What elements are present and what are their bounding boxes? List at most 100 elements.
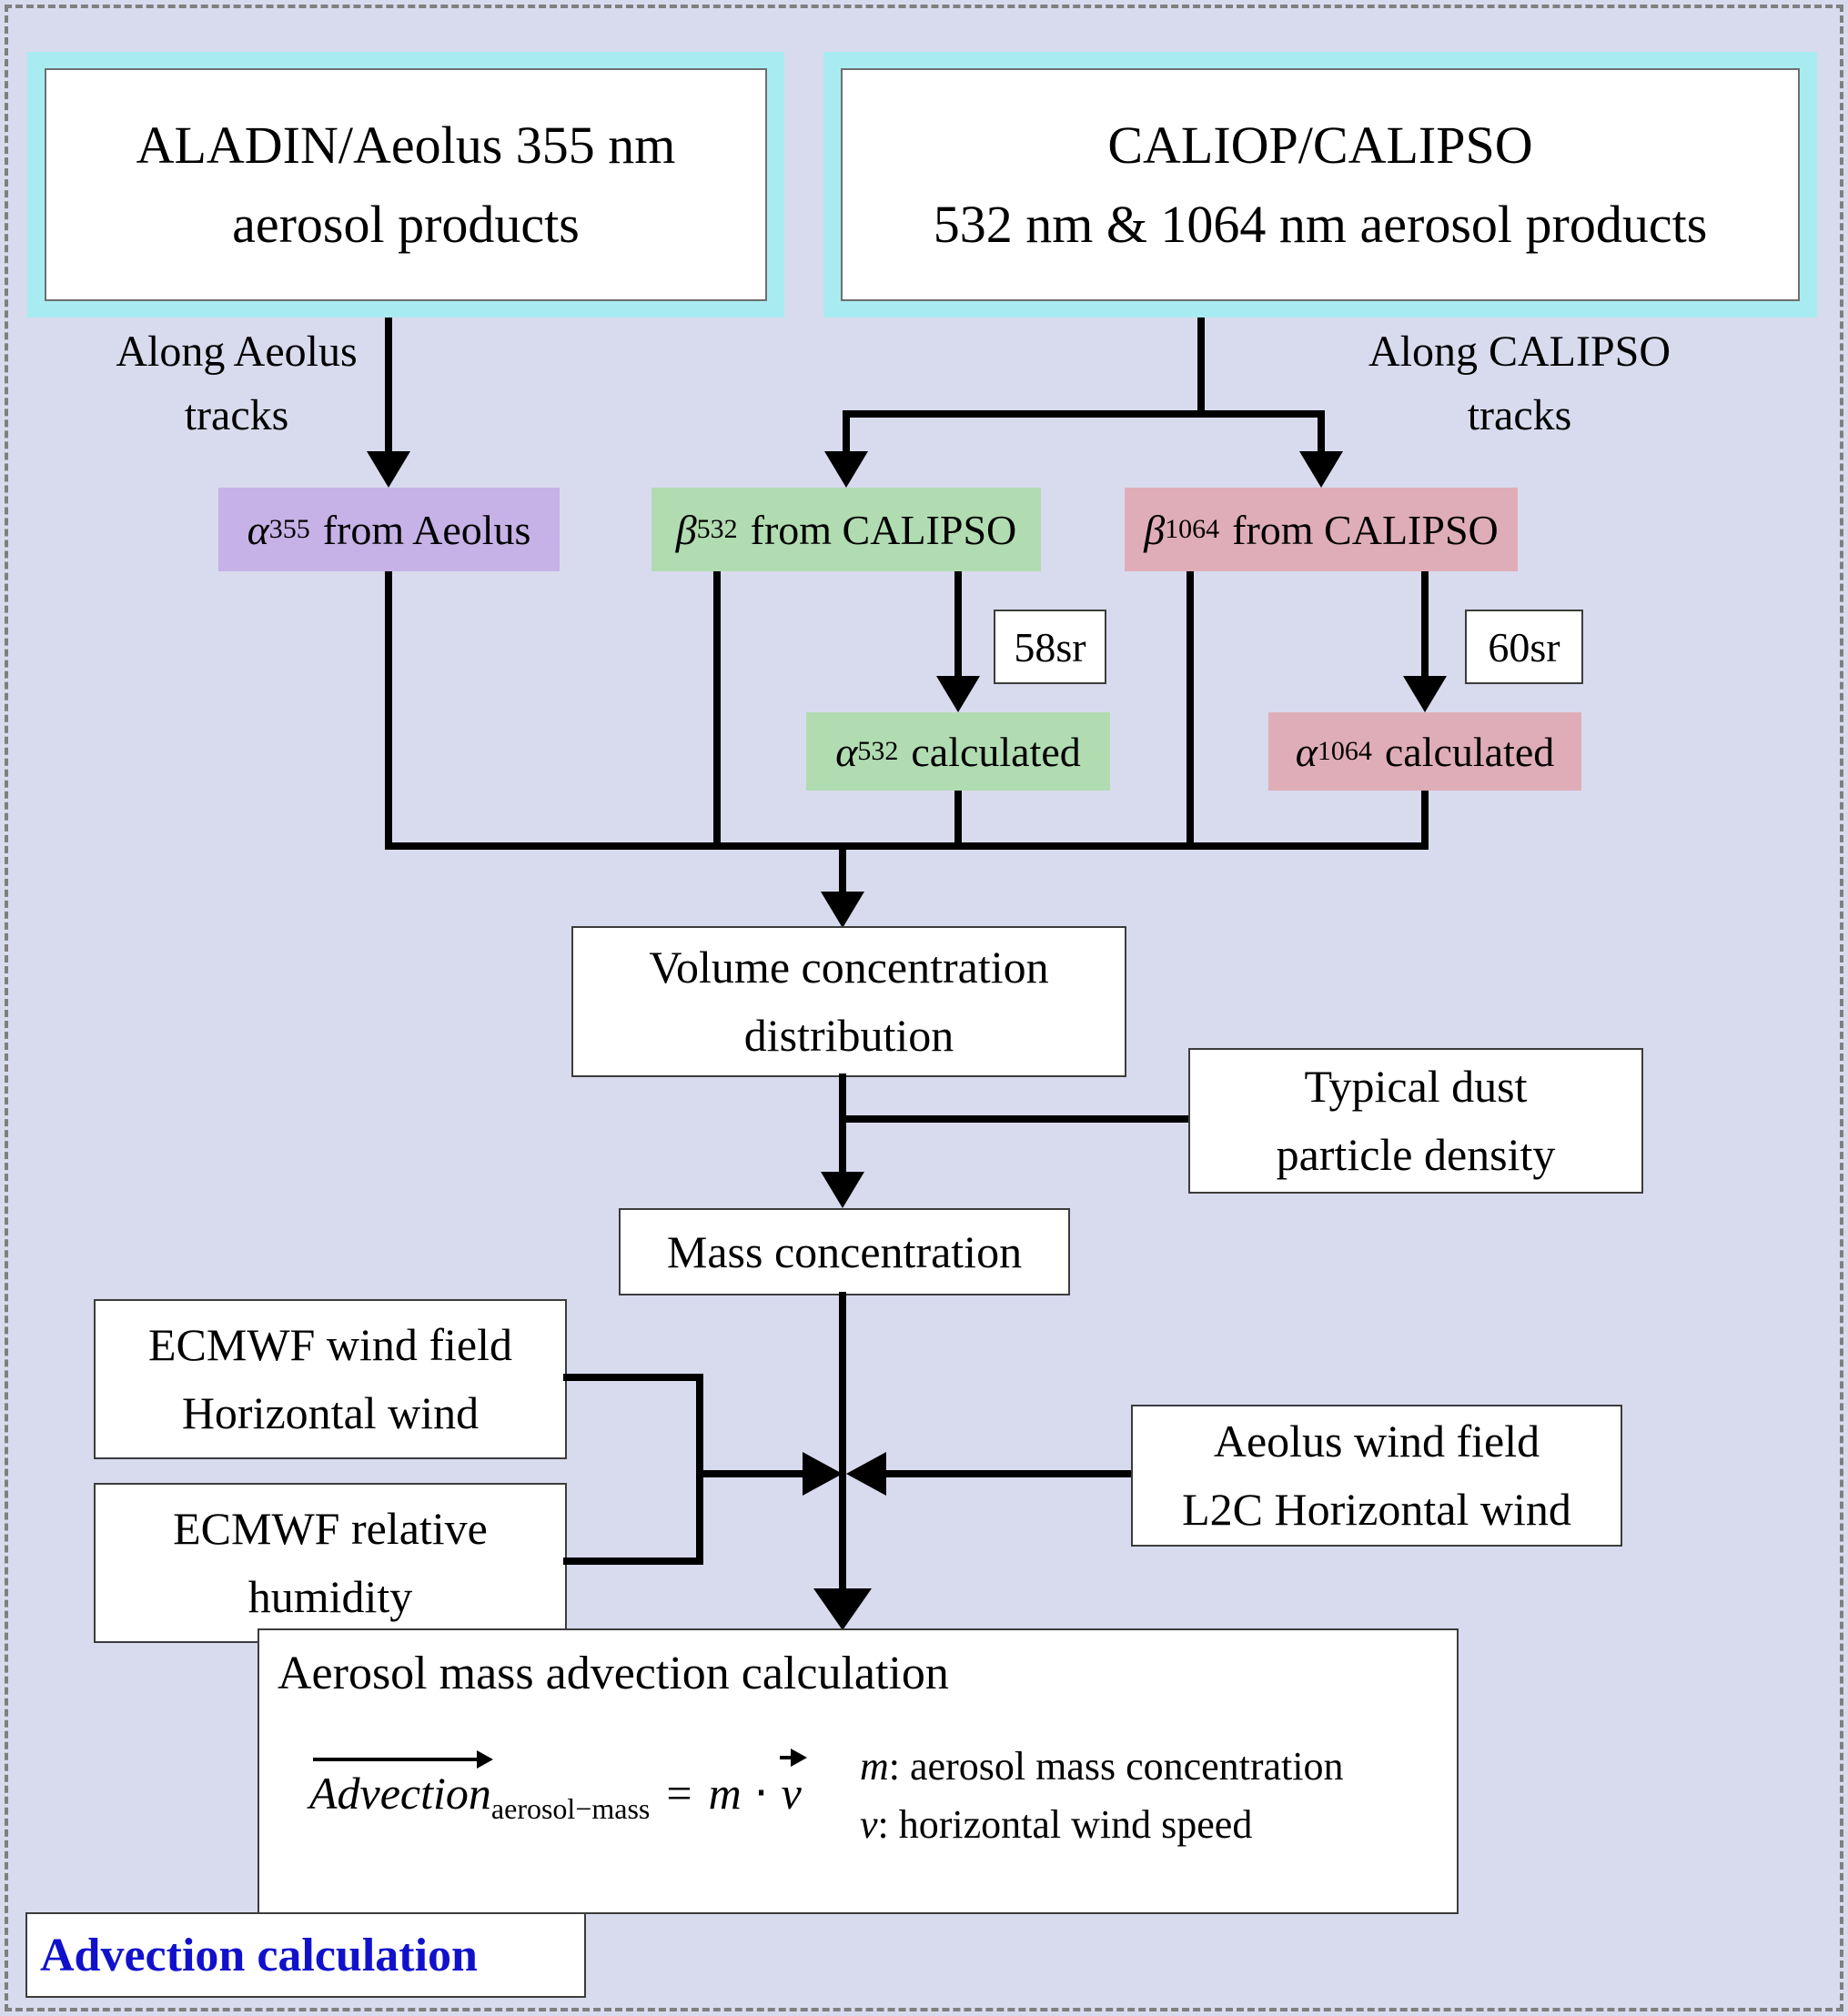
aladin-source-line1: ALADIN/Aeolus 355 nm	[136, 116, 676, 175]
along-aeolus-tracks-label: Along Aeolus tracks	[96, 320, 378, 447]
lidar-ratio-1064-label: 60sr	[1488, 623, 1560, 670]
node-mass-concentration: Mass concentration	[619, 1208, 1070, 1295]
node-dust-density: Typical dust particle density	[1188, 1048, 1643, 1194]
connector-collector-bus	[385, 842, 1429, 850]
connector-ecmwf-humidity-stub	[563, 1557, 703, 1565]
legend-v-text: : horizontal wind speed	[877, 1801, 1253, 1847]
velocity-vector: v	[779, 1749, 808, 1819]
arrowhead-to-alpha532	[936, 676, 980, 712]
aladin-source-line2: aerosol products	[232, 195, 580, 254]
beta532-label: from CALIPSO	[750, 506, 1017, 553]
along-aeolus-line1: Along Aeolus	[116, 328, 358, 376]
arrowhead-aeolus-wind-into-spine	[846, 1452, 886, 1496]
formula-subscript: aerosol−mass	[490, 1792, 651, 1825]
connector-volume-to-mass	[839, 1074, 846, 1174]
formula-m: m	[708, 1768, 742, 1819]
legend-m-text: : aerosol mass concentration	[888, 1744, 1344, 1789]
connector-ecmwf-to-spine	[696, 1470, 803, 1477]
caliop-source-frame: CALIOP/CALIPSO 532 nm & 1064 nm aerosol …	[823, 52, 1817, 318]
formula-legend: m: aerosol mass concentration v: horizon…	[860, 1738, 1344, 1854]
node-volume-concentration: Volume concentration distribution	[571, 926, 1126, 1077]
beta1064-symbol: β	[1144, 506, 1166, 553]
connector-beta532-to-collector	[713, 571, 721, 850]
caption-text: Advection calculation	[40, 1929, 478, 1981]
legend-v-line: v: horizontal wind speed	[860, 1796, 1344, 1854]
aladin-source-frame: ALADIN/Aeolus 355 nm aerosol products	[27, 52, 784, 318]
connector-collector-to-volume	[839, 850, 846, 893]
connector-dust-tee	[846, 1115, 1190, 1123]
node-ecmwf-humidity: ECMWF relative humidity	[94, 1483, 567, 1643]
advection-title: Aerosol mass advection calculation	[278, 1648, 949, 1699]
connector-mass-to-advection	[839, 1292, 846, 1592]
formula-v: v	[781, 1768, 802, 1819]
advection-formula: Advectionaerosol−mass = m⋅v	[309, 1749, 808, 1826]
connector-alpha355-to-collector	[385, 571, 392, 850]
mass-label: Mass concentration	[666, 1225, 1023, 1277]
dust-line1: Typical dust	[1304, 1061, 1528, 1112]
arrowhead-to-beta532	[824, 451, 868, 488]
arrowhead-to-alpha355	[367, 451, 410, 488]
beta532-subscript: 532	[696, 514, 738, 544]
lidar-ratio-532-box: 58sr	[994, 610, 1106, 684]
beta1064-label: from CALIPSO	[1232, 506, 1499, 553]
arrowhead-to-advection	[813, 1588, 872, 1630]
connector-ecmwf-merge	[696, 1374, 703, 1565]
legend-m-line: m: aerosol mass concentration	[860, 1738, 1344, 1796]
arrowhead-to-alpha1064	[1403, 676, 1447, 712]
caliop-source-line2: 532 nm & 1064 nm aerosol products	[933, 195, 1708, 254]
volume-line1: Volume concentration	[649, 942, 1049, 993]
connector-branch-to-beta532	[843, 410, 850, 453]
dust-line2: particle density	[1276, 1129, 1556, 1180]
arrowhead-ecmwf-into-spine	[803, 1452, 843, 1496]
alpha532-label: calculated	[911, 728, 1081, 775]
connector-aladin-drop	[385, 318, 392, 453]
aladin-source-box: ALADIN/Aeolus 355 nm aerosol products	[45, 68, 767, 301]
ecmwf-humidity-line1: ECMWF relative	[173, 1503, 488, 1554]
connector-beta532-to-alpha532	[954, 571, 962, 678]
lidar-ratio-1064-box: 60sr	[1465, 610, 1583, 684]
advection-vector: Advection	[309, 1750, 493, 1819]
volume-line2: distribution	[743, 1010, 954, 1061]
aeolus-wind-line2: L2C Horizontal wind	[1182, 1484, 1571, 1535]
arrowhead-to-mass	[821, 1172, 864, 1208]
along-aeolus-line2: tracks	[184, 390, 289, 439]
formula-advection-word: Advection	[309, 1768, 491, 1819]
caliop-source-box: CALIOP/CALIPSO 532 nm & 1064 nm aerosol …	[841, 68, 1800, 301]
connector-ecmwf-wind-stub	[563, 1374, 703, 1381]
ecmwf-wind-line1: ECMWF wind field	[148, 1319, 512, 1370]
alpha1064-symbol: α	[1295, 728, 1318, 775]
arrowhead-to-beta1064	[1299, 451, 1343, 488]
legend-m-symbol: m	[860, 1744, 889, 1789]
connector-caliop-branch	[843, 410, 1325, 418]
connector-alpha532-to-collector	[954, 791, 962, 846]
formula-equals: =	[666, 1768, 692, 1819]
node-aeolus-wind: Aeolus wind field L2C Horizontal wind	[1131, 1405, 1622, 1547]
along-calipso-line1: Along CALIPSO	[1368, 328, 1671, 376]
connector-aeolus-wind-to-spine	[886, 1470, 1131, 1477]
arrowhead-to-volume	[821, 892, 864, 928]
formula-dot: ⋅	[753, 1768, 769, 1819]
beta1064-subscript: 1064	[1165, 514, 1220, 544]
alpha532-symbol: α	[835, 728, 858, 775]
along-calipso-tracks-label: Along CALIPSO tracks	[1347, 320, 1692, 447]
connector-alpha1064-to-collector	[1421, 791, 1429, 846]
alpha1064-label: calculated	[1384, 728, 1555, 775]
along-calipso-line2: tracks	[1467, 390, 1572, 439]
alpha355-label: from Aeolus	[322, 506, 531, 553]
connector-caliop-drop	[1197, 318, 1205, 418]
caliop-source-line1: CALIOP/CALIPSO	[1107, 116, 1533, 175]
alpha355-symbol: α	[247, 506, 269, 553]
beta532-symbol: β	[675, 506, 697, 553]
alpha532-subscript: 532	[857, 736, 899, 766]
advection-calculation-caption: Advection calculation	[25, 1912, 586, 1998]
ecmwf-wind-line2: Horizontal wind	[181, 1387, 480, 1438]
legend-v-symbol: v	[860, 1801, 878, 1847]
node-ecmwf-wind: ECMWF wind field Horizontal wind	[94, 1299, 567, 1459]
alpha355-subscript: 355	[268, 514, 310, 544]
connector-branch-to-beta1064	[1318, 410, 1325, 453]
